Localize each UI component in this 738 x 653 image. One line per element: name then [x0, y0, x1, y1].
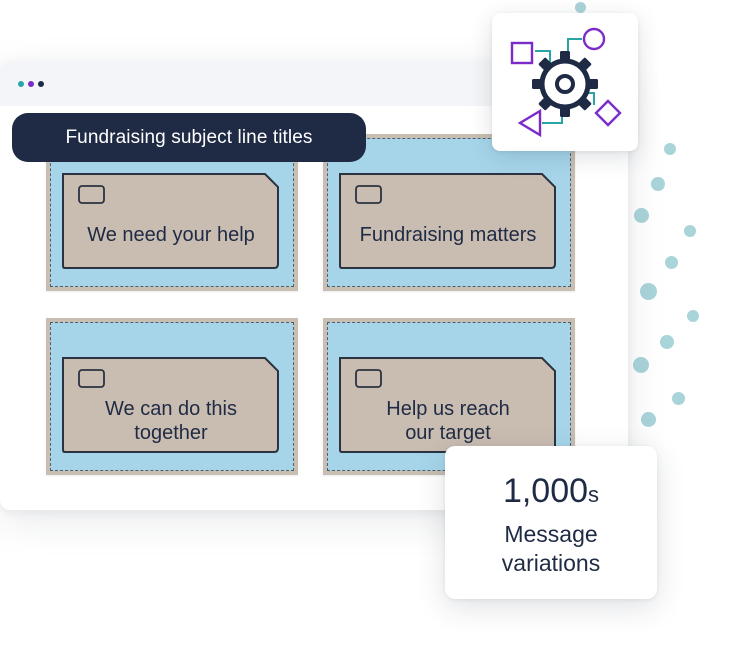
- subject-line-card[interactable]: Fundraising matters: [323, 134, 575, 291]
- stat-label-line: Message: [504, 521, 598, 547]
- card-label: We need your help: [62, 223, 280, 247]
- window-dot-teal: [18, 81, 24, 87]
- tag-icon: [62, 173, 279, 269]
- window-dot-navy: [38, 81, 44, 87]
- stat-number-suffix: s: [588, 482, 600, 507]
- bubble: [634, 208, 649, 223]
- bubble: [633, 357, 649, 373]
- tag-icon: [339, 173, 556, 269]
- bubble: [664, 143, 676, 155]
- stat-number-value: 1,000: [502, 472, 589, 510]
- card-label: We can do this together: [62, 397, 280, 445]
- card-label: Fundraising matters: [339, 223, 557, 247]
- window-dot-purple: [28, 81, 34, 87]
- stat-label-line: variations: [501, 550, 601, 576]
- card-label-line: We need your help: [87, 224, 255, 246]
- stat-card: 1,000s Message variations: [445, 446, 657, 599]
- bubble: [641, 412, 656, 427]
- card-label-line: together: [134, 422, 208, 444]
- bubble: [684, 225, 696, 237]
- tag-icon: [62, 357, 279, 453]
- stat-label: Message variations: [445, 520, 657, 578]
- bubble: [651, 177, 665, 191]
- card-label-line: Help us reach: [386, 398, 510, 420]
- page-title: Fundraising subject line titles: [12, 113, 366, 162]
- card-label: Help us reach our target: [339, 397, 557, 445]
- workflow-card: [492, 13, 638, 151]
- stat-number: 1,000s: [445, 472, 657, 511]
- bubble: [687, 310, 699, 322]
- workflow-gear-icon: [510, 27, 622, 138]
- bubble: [640, 283, 657, 300]
- card-label-line: Fundraising matters: [359, 224, 537, 246]
- bubble: [665, 256, 678, 269]
- bubble: [660, 335, 674, 349]
- card-label-line: We can do this: [105, 398, 237, 420]
- bubble: [672, 392, 685, 405]
- subject-line-card[interactable]: We can do this together: [46, 318, 298, 475]
- card-label-line: our target: [405, 422, 491, 444]
- bubble: [575, 2, 586, 13]
